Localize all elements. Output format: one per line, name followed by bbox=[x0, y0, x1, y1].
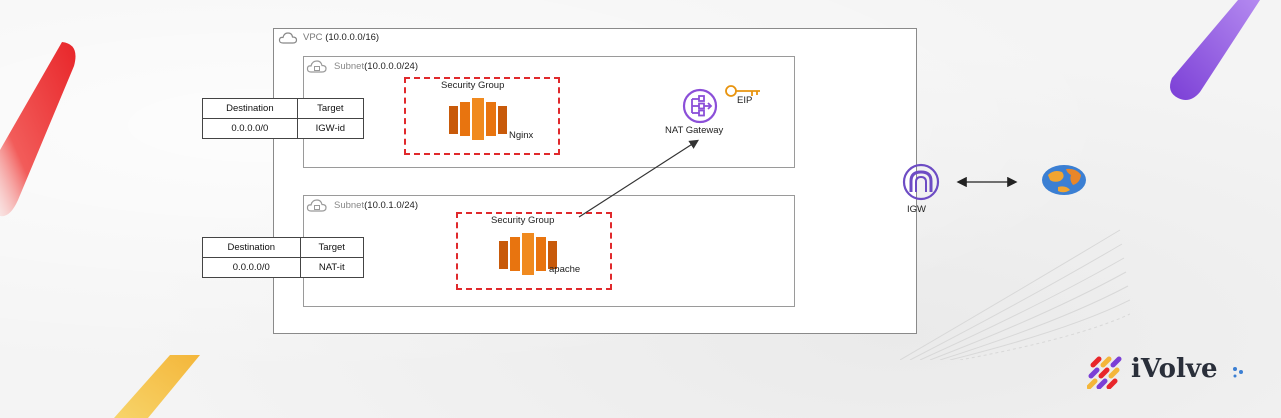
igw-label: IGW bbox=[907, 204, 926, 215]
subnet-private-label: Subnet(10.0.1.0/24) bbox=[334, 200, 418, 211]
subnet-public bbox=[303, 56, 795, 168]
table-header-target: Target bbox=[299, 237, 365, 258]
private-to-nat-arrow bbox=[578, 139, 700, 218]
globe-icon bbox=[1042, 165, 1086, 195]
eip-label: EIP bbox=[737, 95, 753, 106]
cloud-icon bbox=[278, 32, 298, 44]
lock-cloud-icon bbox=[306, 60, 327, 73]
brand-logo-icon bbox=[1087, 356, 1122, 389]
route-table-public: Destination Target 0.0.0.0/0 IGW-id bbox=[202, 98, 365, 139]
purple-stroke-decoration bbox=[1170, 0, 1260, 100]
brand-dots-icon bbox=[1233, 367, 1243, 378]
brand-name: iVolve bbox=[1131, 354, 1218, 384]
table-header-target: Target bbox=[296, 98, 365, 119]
security-group-label: Security Group bbox=[491, 215, 555, 226]
table-header-destination: Destination bbox=[202, 237, 301, 258]
elastic-ip-icon bbox=[725, 85, 760, 97]
security-group-label: Security Group bbox=[441, 80, 505, 91]
yellow-stroke-decoration bbox=[114, 355, 200, 418]
security-group-apache bbox=[456, 212, 612, 290]
red-stroke-decoration bbox=[0, 42, 76, 217]
nat-gateway-icon bbox=[682, 88, 718, 124]
table-cell-destination: 0.0.0.0/0 bbox=[202, 257, 301, 278]
table-cell-target: NAT-it bbox=[299, 257, 365, 278]
table-header-destination: Destination bbox=[202, 98, 298, 119]
instance-label-apache: apache bbox=[549, 264, 581, 275]
table-cell-target: IGW-id bbox=[296, 118, 365, 139]
internet-gateway-icon bbox=[902, 163, 940, 201]
subnet-public-label: Subnet(10.0.0.0/24) bbox=[334, 61, 418, 72]
vpc-label: VPC (10.0.0.0/16) bbox=[303, 32, 380, 43]
ec2-instance-icon bbox=[449, 98, 507, 140]
ec2-instance-icon bbox=[499, 233, 557, 275]
nat-gateway-label: NAT Gateway bbox=[665, 125, 724, 136]
line-pattern-decoration bbox=[900, 229, 1130, 360]
route-table-private: Destination Target 0.0.0.0/0 NAT-it bbox=[202, 237, 365, 278]
instance-label-nginx: Nginx bbox=[509, 130, 534, 141]
lock-cloud-icon bbox=[306, 199, 327, 212]
table-cell-destination: 0.0.0.0/0 bbox=[202, 118, 298, 139]
igw-internet-arrow bbox=[956, 176, 1018, 188]
security-group-nginx bbox=[404, 77, 560, 155]
